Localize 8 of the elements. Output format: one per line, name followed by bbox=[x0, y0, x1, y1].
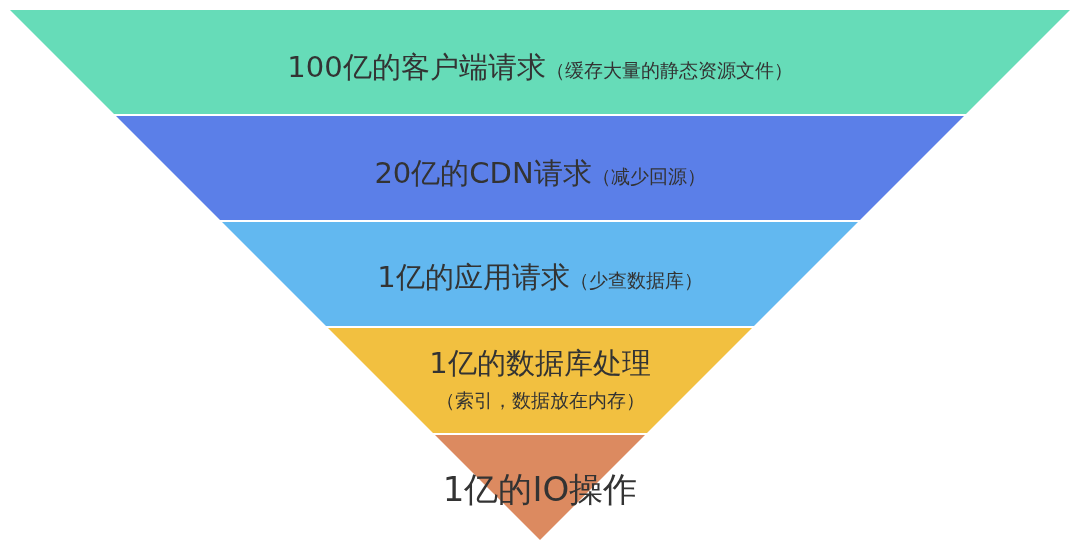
band-note: （减少回源） bbox=[591, 164, 706, 189]
band-note: （少查数据库） bbox=[569, 268, 703, 293]
band-label: 1亿的数据库处理 bbox=[429, 345, 651, 382]
band-note: （索引，数据放在内存） bbox=[435, 388, 645, 413]
band-label: 1亿的应用请求 bbox=[377, 259, 570, 296]
band-note: （缓存大量的静态资源文件） bbox=[545, 58, 793, 83]
band-label: 20亿的CDN请求 bbox=[374, 155, 592, 192]
band-label: 100亿的客户端请求 bbox=[287, 49, 546, 86]
